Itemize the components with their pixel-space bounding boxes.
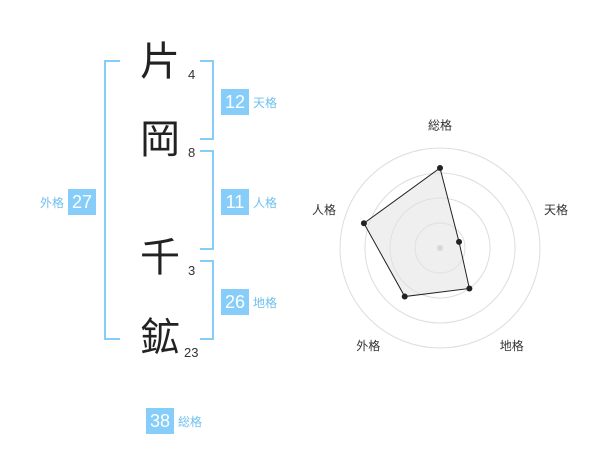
radar-ring [339, 147, 541, 349]
radar-point-4 [401, 293, 408, 300]
gaikaku-badge: 外格 27 [40, 189, 97, 215]
stroke-count-surname-1: 4 [188, 67, 196, 82]
jinkaku-value: 11 [221, 189, 249, 215]
chikaku-bracket [200, 260, 214, 340]
kanji-surname-2: 岡 [140, 117, 180, 163]
tenkaku-badge: 12 天格 [221, 89, 277, 115]
soukaku-value: 38 [146, 408, 174, 434]
stroke-count-given-1: 3 [188, 263, 196, 278]
kanji-given-2: 鉱 [140, 315, 180, 361]
radar-axis-label-1: 総格 [428, 118, 452, 133]
radar-point-1 [437, 165, 443, 171]
stroke-count-given-2: 23 [184, 345, 199, 360]
radar-axis-label-3: 地格 [500, 338, 524, 353]
chikaku-value: 26 [221, 289, 249, 315]
radar-axis-label-2: 天格 [544, 202, 568, 217]
radar-points [360, 165, 473, 300]
radar-point-3 [466, 285, 473, 292]
gaikaku-label: 外格 [40, 195, 65, 210]
jinkaku-bracket [200, 150, 214, 250]
tenkaku-label: 天格 [253, 95, 278, 110]
jinkaku-badge: 11 人格 [221, 189, 277, 215]
gaikaku-bracket [104, 60, 120, 340]
radar-axis-label-4: 外格 [356, 338, 380, 353]
radar-series-polygon [363, 167, 470, 298]
chikaku-label: 地格 [253, 295, 278, 310]
kanji-surname-1: 片 [140, 39, 180, 85]
radar-point-5 [360, 220, 367, 227]
chikaku-badge: 26 地格 [221, 289, 277, 315]
stroke-count-surname-2: 8 [188, 145, 196, 160]
gaikaku-value: 27 [68, 189, 97, 215]
radar-axis-label-5: 人格 [312, 202, 336, 217]
soukaku-label: 総格 [178, 414, 203, 429]
soukaku-badge: 38 総格 [146, 408, 202, 434]
kanji-given-1: 千 [140, 235, 180, 281]
radar-point-2 [456, 238, 463, 245]
tenkaku-bracket [200, 60, 214, 140]
tenkaku-value: 12 [221, 89, 249, 115]
jinkaku-label: 人格 [253, 195, 278, 210]
